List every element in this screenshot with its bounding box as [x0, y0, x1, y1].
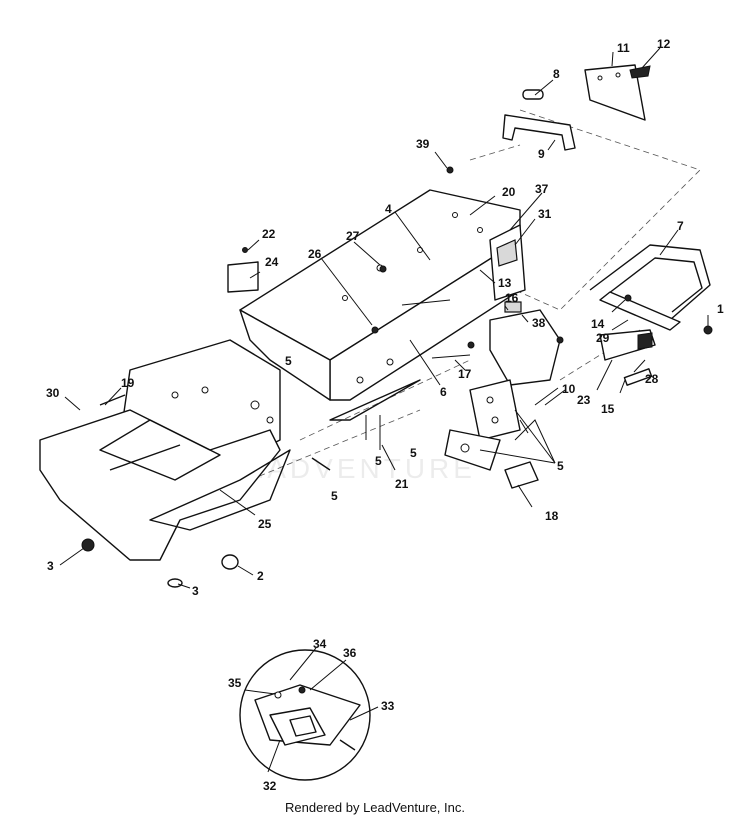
- callout-5e: 5: [557, 459, 564, 473]
- footrest-pad: [149, 449, 291, 531]
- leader-lines: [59, 47, 709, 589]
- callout-18: 18: [545, 509, 559, 523]
- callout-1: 1: [717, 302, 724, 316]
- callout-12: 12: [657, 37, 671, 51]
- callout-5d: 5: [410, 446, 417, 460]
- callout-21: 21: [395, 477, 409, 491]
- callout-5a: 5: [285, 354, 292, 368]
- callout-9: 9: [538, 147, 545, 161]
- callout-14: 14: [591, 317, 605, 331]
- footer-credit: Rendered by LeadVenture, Inc.: [285, 800, 465, 815]
- hitch-bracket: [502, 114, 576, 151]
- callout-29: 29: [596, 331, 610, 345]
- callout-20: 20: [502, 185, 516, 199]
- callout-3b: 3: [192, 584, 199, 598]
- callout-4: 4: [385, 202, 392, 216]
- callout-17: 17: [458, 367, 472, 381]
- main-frame: [239, 189, 521, 421]
- hitch-receiver: [599, 329, 656, 386]
- lower-bracket: [444, 379, 521, 471]
- callout-39: 39: [416, 137, 430, 151]
- callout-5c: 5: [375, 454, 382, 468]
- callout-30: 30: [46, 386, 60, 400]
- rear-bumper: [589, 244, 711, 331]
- callout-32: 32: [263, 779, 277, 793]
- callout-33: 33: [381, 699, 395, 713]
- callout-35: 35: [228, 676, 242, 690]
- callout-37: 37: [535, 182, 549, 196]
- callout-10: 10: [562, 382, 576, 396]
- callout-26: 26: [308, 247, 322, 261]
- callout-7: 7: [677, 219, 684, 233]
- hitch-plate: [584, 64, 646, 121]
- callout-6: 6: [440, 385, 447, 399]
- callout-16: 16: [505, 291, 519, 305]
- callout-11: 11: [617, 41, 630, 55]
- callout-15: 15: [601, 402, 615, 416]
- callout-27: 27: [346, 229, 360, 243]
- callout-23: 23: [577, 393, 591, 407]
- callout-24: 24: [265, 255, 279, 269]
- clip-plate: [504, 461, 539, 489]
- callout-36: 36: [343, 646, 357, 660]
- callout-28: 28: [645, 372, 659, 386]
- callout-34: 34: [313, 637, 327, 651]
- callout-13: 13: [498, 276, 512, 290]
- seat-bracket: [489, 301, 561, 386]
- callout-25: 25: [258, 517, 272, 531]
- hitch-clip: [629, 65, 651, 79]
- callout-22: 22: [262, 227, 276, 241]
- callout-31: 31: [538, 207, 552, 221]
- callout-38: 38: [532, 316, 546, 330]
- hardware: [81, 166, 713, 588]
- callout-3a: 3: [47, 559, 54, 573]
- detail-inset: [239, 647, 379, 781]
- front-frame: [39, 339, 281, 561]
- callout-2: 2: [257, 569, 264, 583]
- callout-8: 8: [553, 67, 560, 81]
- callout-19: 19: [121, 376, 135, 390]
- callout-labels: 1 2 3 3 4 5 5 5 5 5 6 7 8 9 10 11 12 13 …: [46, 37, 724, 793]
- callout-5b: 5: [331, 489, 338, 503]
